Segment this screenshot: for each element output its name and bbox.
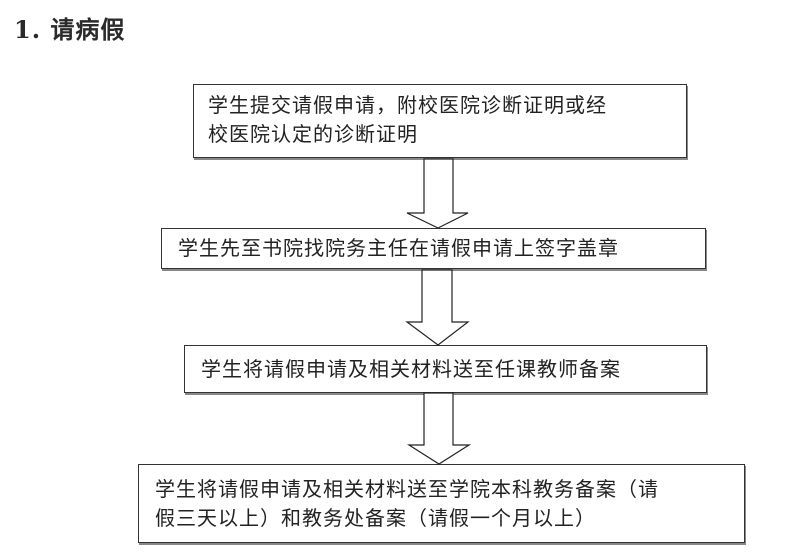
down-arrow-icon: [405, 269, 470, 346]
down-arrow-icon: [406, 158, 469, 229]
flow-step-3-line-1: 学生将请假申请及相关材料送至任课教师备案: [201, 357, 621, 381]
down-arrow-icon: [406, 392, 472, 465]
flow-step-4: 学生将请假申请及相关材料送至学院本科教务备案（请 假三天以上）和教务处备案（请假…: [138, 464, 745, 543]
flow-step-4-line-2: 假三天以上）和教务处备案（请假一个月以上）: [155, 506, 596, 530]
page-heading: 1. 请病假: [14, 15, 126, 44]
flow-step-1: 学生提交请假申请，附校医院诊断证明或经 校医院认定的诊断证明: [193, 84, 687, 158]
flow-step-2: 学生先至书院找院务主任在请假申请上签字盖章: [161, 228, 706, 269]
flow-step-1-line-2: 校医院认定的诊断证明: [208, 122, 418, 146]
flow-step-4-line-1: 学生将请假申请及相关材料送至学院本科教务备案（请: [155, 477, 659, 501]
flow-step-2-line-1: 学生先至书院找院务主任在请假申请上签字盖章: [178, 236, 619, 260]
flow-step-1-line-1: 学生提交请假申请，附校医院诊断证明或经: [208, 93, 607, 117]
